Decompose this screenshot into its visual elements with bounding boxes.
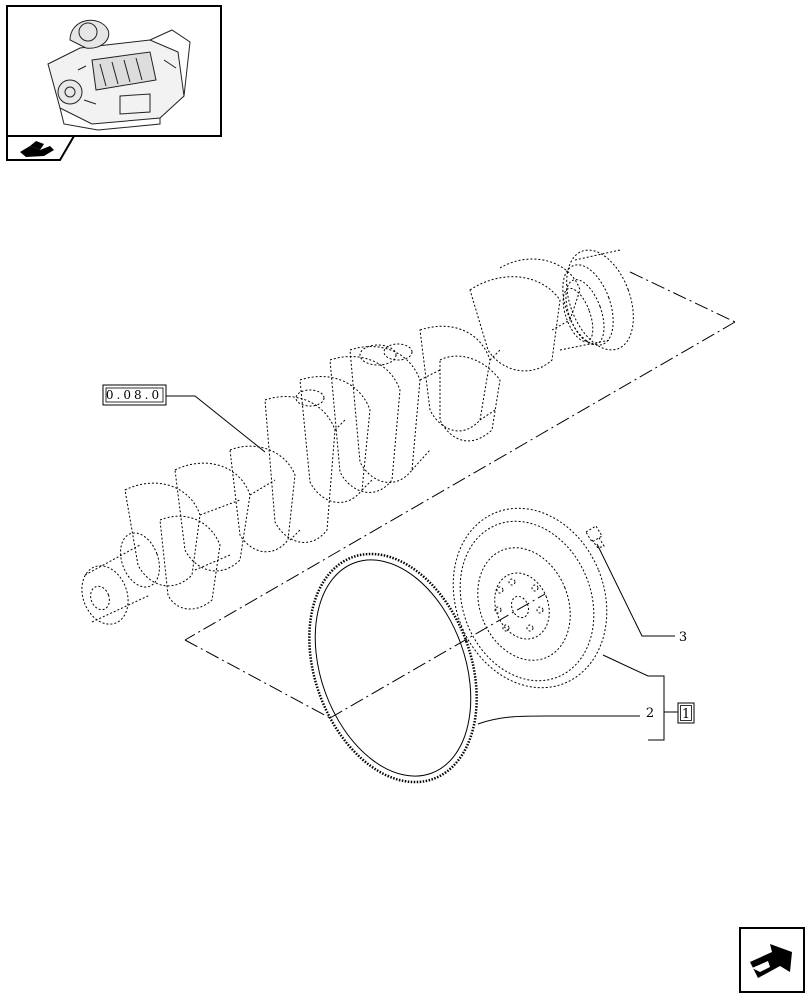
callout-part-3: 3 (679, 630, 687, 645)
callout-part-2: 2 (646, 706, 654, 721)
next-page-arrow-icon[interactable] (739, 927, 805, 993)
assembly-axis-lines (184, 271, 736, 719)
callout-ref-group[interactable]: 0.08.0 (102, 384, 167, 406)
section-tab[interactable] (6, 135, 76, 161)
flywheel-bolt (585, 525, 605, 549)
callout-kit-1-label: 1 (682, 707, 690, 722)
engine-thumbnail-icon[interactable] (6, 5, 222, 137)
section-hand-icon (20, 141, 54, 157)
ring-gear (308, 552, 478, 784)
callout-ref-group-label: 0.08.0 (106, 388, 162, 402)
leader-lines (166, 395, 678, 741)
flywheel (452, 507, 608, 689)
crankshaft (81, 249, 634, 625)
callout-kit-1[interactable]: 1 (677, 702, 695, 724)
